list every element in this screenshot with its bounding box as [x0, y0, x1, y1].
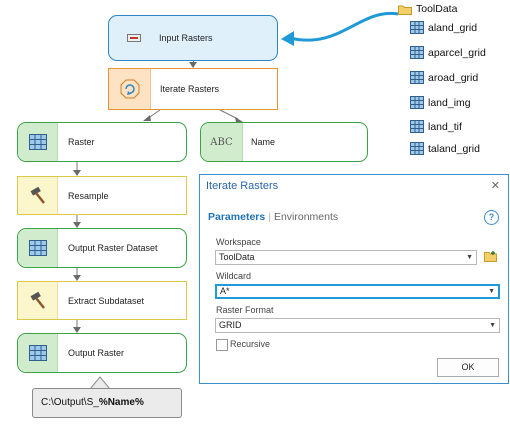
tab-parameters[interactable]: Parameters — [208, 211, 266, 223]
output-raster-node[interactable]: Output Raster — [17, 333, 187, 373]
ok-button[interactable]: OK — [437, 358, 499, 377]
hammer-icon — [18, 282, 58, 319]
input-rasters-label: Input Rasters — [159, 33, 213, 43]
catalog-item[interactable]: aparcel_grid — [410, 46, 486, 59]
folder-label: ToolData — [416, 3, 458, 15]
extract-subdataset-label: Extract Subdataset — [68, 295, 145, 306]
raster-label: Raster — [68, 137, 95, 147]
output-path-variable: %Name% — [98, 397, 144, 408]
resample-label: Resample — [68, 190, 109, 201]
output-path-prefix: C:\Output\S_ — [41, 397, 99, 408]
wildcard-field[interactable]: A* ▼ — [215, 284, 500, 299]
raster-grid-icon — [410, 96, 424, 109]
raster-grid-icon — [410, 21, 424, 34]
raster-grid-icon — [410, 142, 424, 155]
catalog-item-label: land_tif — [428, 120, 462, 133]
raster-grid-icon — [410, 71, 424, 84]
iterate-rasters-label: Iterate Rasters — [160, 84, 220, 94]
dialog-tabs: Parameters|Environments — [208, 211, 338, 223]
close-icon[interactable]: ✕ — [490, 180, 500, 192]
catalog-item[interactable]: aroad_grid — [410, 71, 478, 84]
input-rasters-node[interactable]: Input Rasters — [108, 15, 278, 61]
raster-grid-icon — [18, 229, 58, 267]
wildcard-label: Wildcard — [216, 271, 252, 281]
chevron-down-icon[interactable]: ▼ — [489, 322, 496, 329]
raster-node[interactable]: Raster — [17, 122, 187, 162]
raster-grid-icon — [410, 46, 424, 59]
catalog-item[interactable]: taland_grid — [410, 142, 480, 155]
catalog-item-label: aroad_grid — [428, 71, 479, 84]
input-rasters-icon — [109, 34, 159, 42]
catalog-item-label: land_img — [428, 96, 471, 109]
connector-arrowhead — [189, 62, 197, 68]
folder-tooldata[interactable]: ToolData — [398, 3, 457, 15]
workspace-value: ToolData — [219, 252, 255, 262]
catalog-item-label: aland_grid — [428, 21, 478, 34]
output-raster-label: Output Raster — [68, 348, 125, 358]
raster-format-value: GRID — [219, 320, 242, 330]
catalog-item[interactable]: land_img — [410, 96, 471, 109]
recursive-checkbox[interactable] — [216, 339, 228, 351]
raster-grid-icon — [18, 123, 58, 161]
output-path-callout: C:\Output\S_%Name% — [32, 388, 182, 418]
catalog-item-label: taland_grid — [428, 142, 480, 155]
chevron-down-icon[interactable]: ▼ — [466, 254, 473, 261]
extract-subdataset-node[interactable]: Extract Subdataset — [17, 281, 187, 320]
output-raster-dataset-label: Output Raster Dataset — [68, 243, 158, 253]
tab-environments[interactable]: Environments — [273, 211, 339, 223]
browse-folder-icon[interactable] — [484, 250, 498, 264]
text-variable-icon: ABC — [201, 123, 243, 161]
workspace-label: Workspace — [216, 237, 261, 247]
name-variable-node[interactable]: ABC Name — [200, 122, 368, 162]
raster-format-label: Raster Format — [216, 305, 274, 315]
hammer-icon — [18, 177, 58, 214]
catalog-item-label: aparcel_grid — [428, 46, 486, 59]
catalog-item[interactable]: land_tif — [410, 120, 462, 133]
help-icon[interactable]: ? — [484, 210, 499, 225]
tab-separator: | — [268, 211, 271, 223]
catalog-item[interactable]: aland_grid — [410, 21, 477, 34]
folder-icon — [398, 5, 412, 15]
iterate-rasters-node[interactable]: Iterate Rasters — [108, 68, 278, 110]
recursive-label: Recursive — [230, 339, 271, 349]
raster-grid-icon — [18, 334, 58, 372]
abc-icon-text: ABC — [210, 136, 233, 148]
output-raster-dataset-node[interactable]: Output Raster Dataset — [17, 228, 187, 268]
iterator-icon — [109, 69, 151, 109]
iterate-rasters-dialog: Iterate Rasters ✕ Parameters|Environment… — [199, 174, 509, 384]
name-label: Name — [251, 137, 276, 147]
chevron-down-icon[interactable]: ▼ — [488, 288, 495, 295]
workspace-field[interactable]: ToolData ▼ — [215, 250, 477, 265]
dialog-title: Iterate Rasters — [206, 180, 279, 192]
resample-node[interactable]: Resample — [17, 176, 187, 215]
raster-format-select[interactable]: GRID ▼ — [215, 318, 500, 333]
raster-grid-icon — [410, 120, 424, 133]
wildcard-value: A* — [220, 286, 230, 296]
